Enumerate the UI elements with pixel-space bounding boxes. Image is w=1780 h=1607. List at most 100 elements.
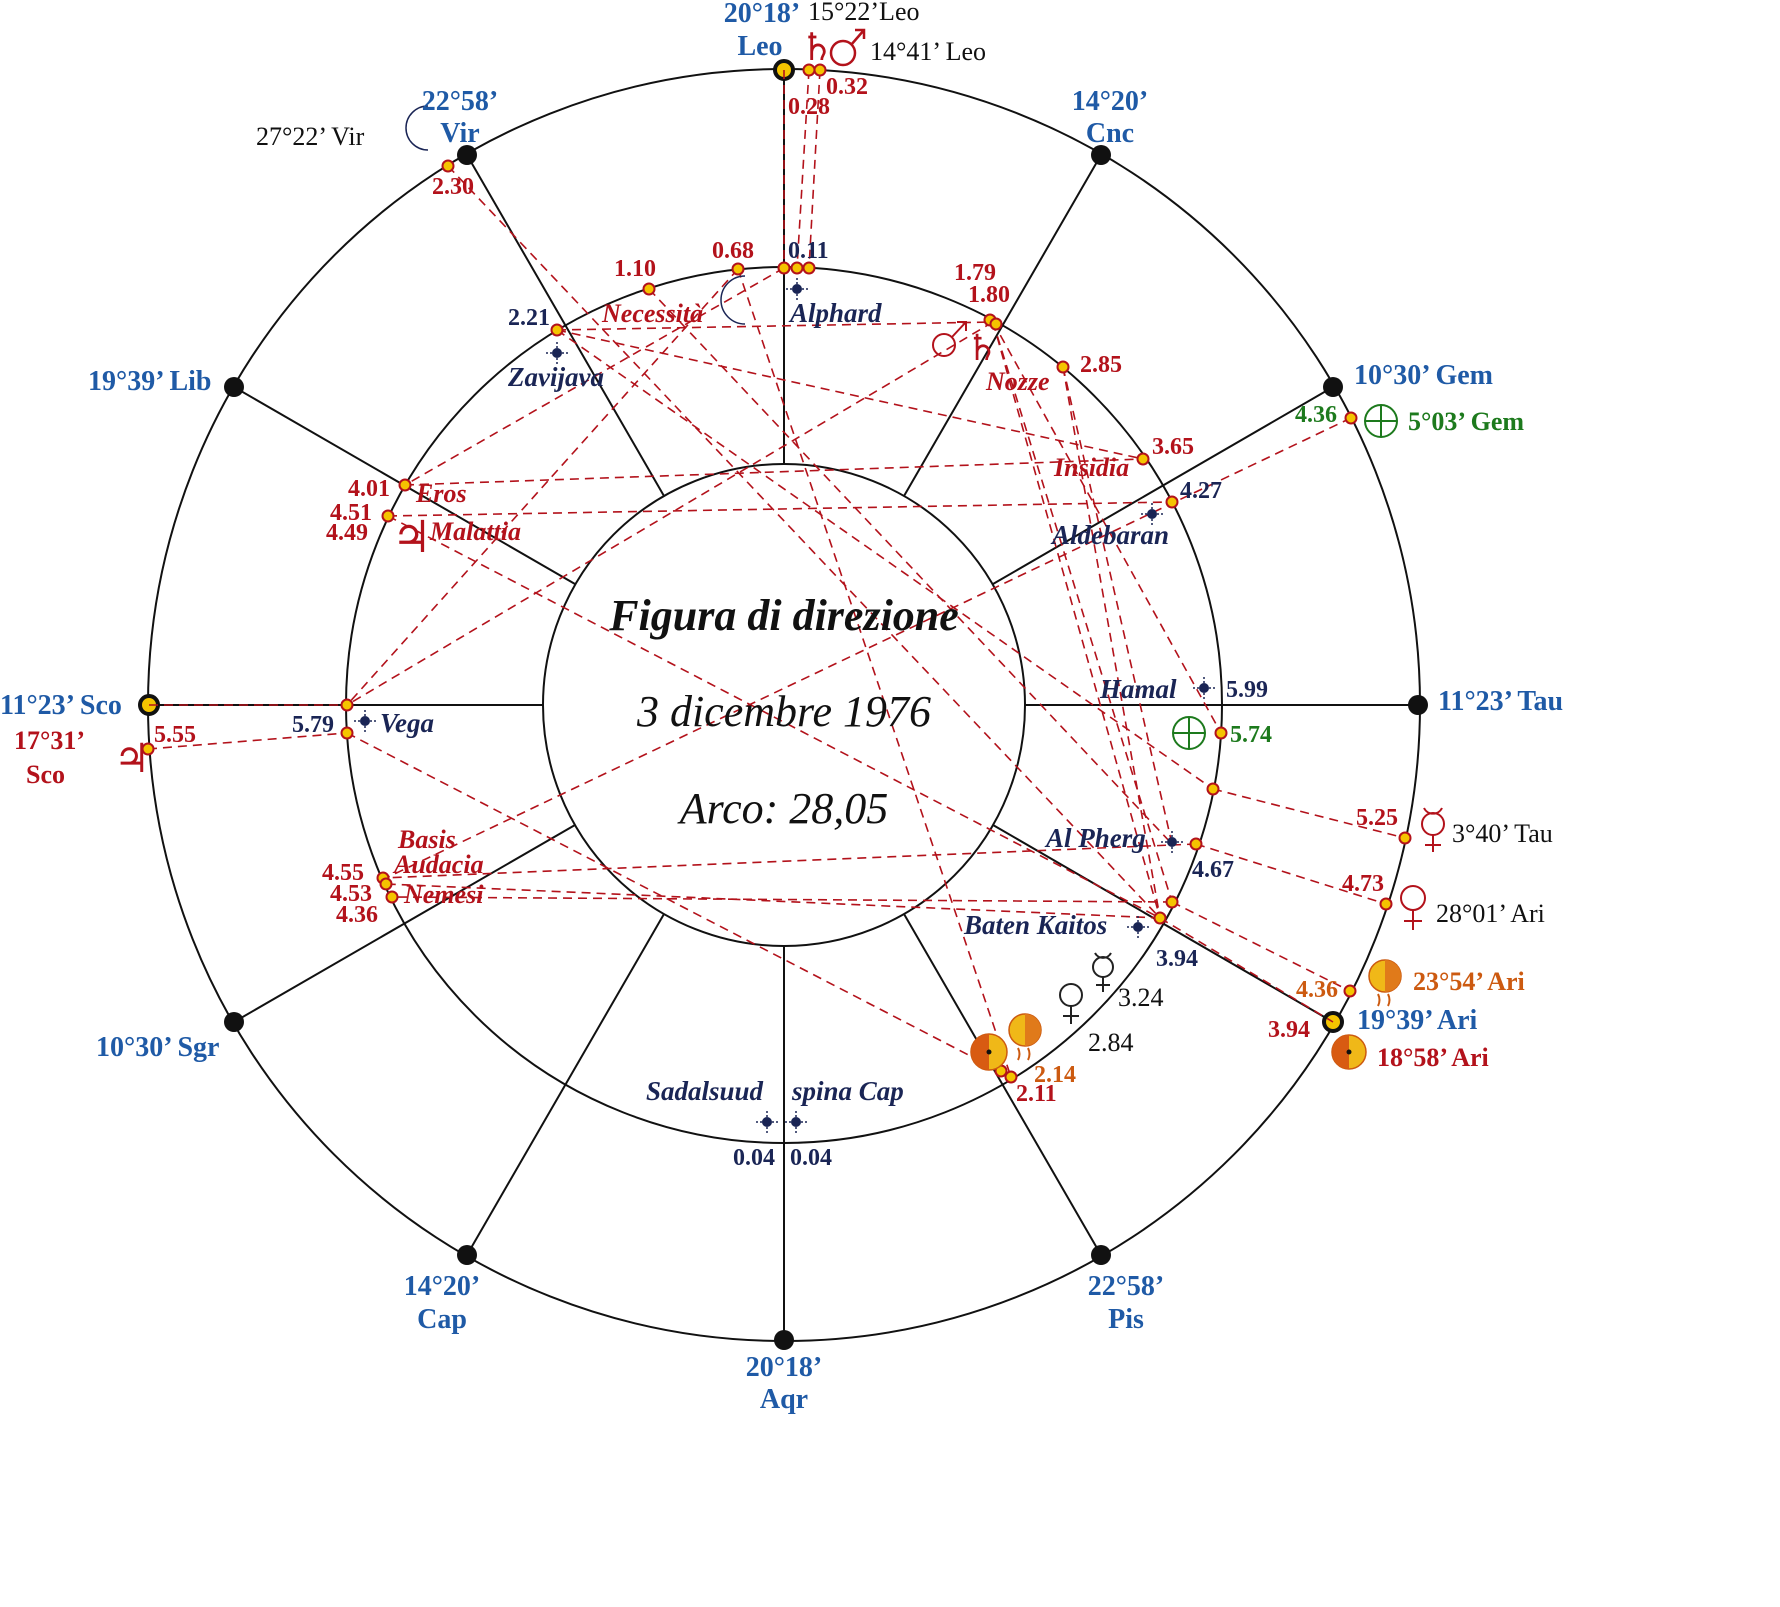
- jupiter-icon: ♃: [392, 513, 431, 562]
- sun-moon-icon: [1008, 1013, 1042, 1061]
- value-label: 0.68: [712, 238, 754, 264]
- direction-line: [346, 321, 994, 706]
- value-label: 4.27: [1180, 478, 1222, 504]
- point-dot: [1136, 452, 1150, 466]
- star-icon: [1193, 677, 1215, 699]
- star-icon: [756, 1111, 778, 1133]
- point-dot: [441, 159, 455, 173]
- cusp-dot-gem: [1323, 377, 1343, 397]
- point-dot: [1344, 411, 1358, 425]
- value-label: 4.36: [1296, 977, 1338, 1003]
- value-label: 5.55: [154, 722, 196, 748]
- value-label: 3.94: [1156, 946, 1198, 972]
- point-dot: [381, 509, 395, 523]
- star-label-hamal: Hamal: [1099, 674, 1177, 704]
- value-label: 3.24: [1118, 983, 1164, 1012]
- direction-line: [404, 458, 1144, 486]
- star-label-spina-cap: spina Cap: [791, 1076, 904, 1106]
- cusp-dot-cnc: [1091, 145, 1111, 165]
- direction-line: [992, 321, 1161, 919]
- point-dot: [1153, 911, 1167, 925]
- direction-line: [796, 69, 810, 269]
- value-label: 0.04: [790, 1145, 832, 1171]
- saturn-icon: ♄: [800, 27, 834, 69]
- value-label: 4.67: [1192, 857, 1234, 883]
- cusp-dot-pis: [1091, 1245, 1111, 1265]
- value-label: 5.25: [1356, 805, 1398, 831]
- cusp-label-ari: 19°39’ Ari: [1357, 1005, 1478, 1036]
- star-icon: [1141, 503, 1163, 525]
- point-dot: [379, 877, 393, 891]
- star-icon: [1127, 916, 1149, 938]
- chart-arc: Arco: 28,05: [677, 784, 889, 833]
- cusp-label-aqr-deg: 20°18’: [746, 1352, 823, 1383]
- cusp-dot-lib: [224, 377, 244, 397]
- cusp-label-pis-sign: Pis: [1108, 1304, 1144, 1335]
- saturn-icon: ♄: [966, 328, 998, 368]
- mars-icon: [932, 321, 967, 357]
- direction-line: [391, 896, 1173, 903]
- star-label-al-pherg: Al Pherg: [1044, 823, 1146, 853]
- cusp-label-vir-sign: Vir: [440, 118, 479, 149]
- sun-icon: [970, 1033, 1008, 1071]
- value-label: 4.36: [336, 902, 378, 928]
- cusp-label-lib: 19°39’ Lib: [88, 366, 211, 397]
- value-label: 2.21: [508, 305, 550, 331]
- star-label-baten-kaitos: Baten Kaitos: [963, 910, 1107, 940]
- point-dot: [1206, 782, 1220, 796]
- jupiter-deg: 17°31’: [14, 726, 85, 755]
- value-label: 2.85: [1080, 352, 1122, 378]
- point-dot: [802, 261, 816, 275]
- value-label: 5.79: [292, 712, 334, 738]
- cusp-line-cnc: [903, 154, 1102, 497]
- direction-line: [556, 329, 1214, 790]
- direction-line: [992, 321, 1173, 903]
- part-label-audacia: Audacia: [392, 850, 484, 879]
- earth-icon: [1364, 404, 1398, 438]
- venus-icon: [1059, 983, 1083, 1024]
- direction-line: [1171, 901, 1351, 992]
- mars-icon: [829, 28, 866, 67]
- venus-position: 28°01’ Ari: [1436, 899, 1545, 928]
- value-label: 4.01: [348, 476, 390, 502]
- mars-position: 14°41’ Leo: [870, 37, 986, 66]
- point-dot: [1165, 495, 1179, 509]
- star-label-sadalsuud: Sadalsuud: [646, 1076, 764, 1106]
- direction-line: [387, 501, 1173, 517]
- direction-line: [1062, 366, 1161, 919]
- direction-line: [808, 69, 821, 269]
- point-dot: [385, 890, 399, 904]
- star-icon: [1161, 831, 1183, 853]
- direction-line: [1159, 917, 1334, 1023]
- venus-icon: [1400, 885, 1426, 930]
- cusp-label-sco: 11°23’ Sco: [0, 690, 122, 721]
- point-dot: [1398, 831, 1412, 845]
- value-label: 2.14: [1034, 1062, 1076, 1088]
- direction-line: [382, 843, 1197, 879]
- cusp-label-aqr-sign: Aqr: [760, 1384, 808, 1415]
- mercury-position: 3°40’ Tau: [1452, 819, 1553, 848]
- direction-line: [346, 268, 739, 706]
- value-label: 1.79: [954, 260, 996, 286]
- earth-icon: [1172, 716, 1206, 750]
- chart-date: 3 dicembre 1976: [636, 687, 931, 736]
- direction-line: [385, 883, 1161, 919]
- point-dots: [141, 63, 1412, 1084]
- star-label-zavijava: Zavijava: [507, 362, 604, 392]
- point-dot: [813, 63, 827, 77]
- point-dot: [1379, 897, 1393, 911]
- part-label-necessita: Necessità: [601, 299, 703, 328]
- point-dot: [141, 742, 155, 756]
- sun-position: 18°58’ Ari: [1377, 1043, 1489, 1072]
- value-label: 2.30: [432, 174, 474, 200]
- cusp-line-cap: [466, 913, 665, 1256]
- moon-sun-position: 23°54’ Ari: [1413, 967, 1525, 996]
- value-label: 3.65: [1152, 434, 1194, 460]
- direction-line: [556, 329, 1144, 460]
- direction-line: [447, 165, 1161, 919]
- cusp-label-vir-deg: 22°58’: [422, 86, 499, 117]
- chart-title: Figura di direzione: [608, 591, 959, 640]
- point-dot: [1165, 895, 1179, 909]
- value-label: 4.53: [330, 881, 372, 907]
- direction-line: [1212, 788, 1406, 839]
